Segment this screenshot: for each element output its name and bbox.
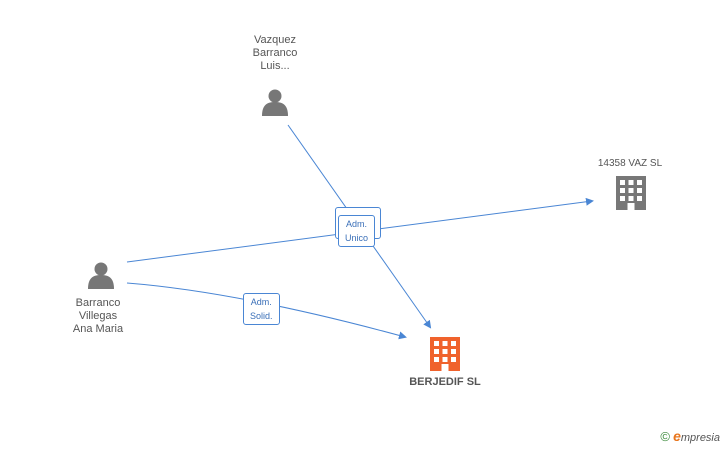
building-icon[interactable] — [616, 176, 646, 210]
node-label-barranco[interactable]: Barranco Villegas Ana Maria — [48, 297, 148, 336]
badge-line: Unico — [345, 233, 369, 243]
label-line: Villegas — [78, 310, 118, 322]
person-icon[interactable] — [88, 262, 114, 290]
label-line: Barranco — [75, 297, 121, 309]
label-line: Ana Maria — [72, 323, 124, 335]
badge-line: Adm. — [250, 297, 272, 307]
empresia-logo: © empresia — [660, 428, 720, 444]
node-label-vazquez[interactable]: Vazquez Barranco Luis... — [225, 34, 325, 73]
badge-line: Adm. — [346, 219, 368, 229]
copyright-symbol: © — [660, 429, 671, 444]
label-line: Barranco — [252, 47, 298, 59]
edge-badge-adm-solid[interactable]: Adm. Solid. — [243, 293, 280, 325]
person-icon[interactable] — [262, 89, 288, 117]
brand-name: mpresia — [680, 432, 720, 444]
building-main-icon[interactable] — [430, 337, 460, 371]
label-line: Luis... — [260, 60, 290, 72]
node-label-vaz-sl[interactable]: 14358 VAZ SL — [597, 158, 663, 169]
badge-line: Solid. — [250, 311, 273, 321]
brand-initial: e — [673, 428, 681, 444]
node-label-berjedif[interactable]: BERJEDIF SL — [409, 376, 481, 388]
edge-badge-adm-unico[interactable]: Adm. Unico — [338, 215, 376, 247]
label-line: Vazquez — [254, 34, 296, 46]
